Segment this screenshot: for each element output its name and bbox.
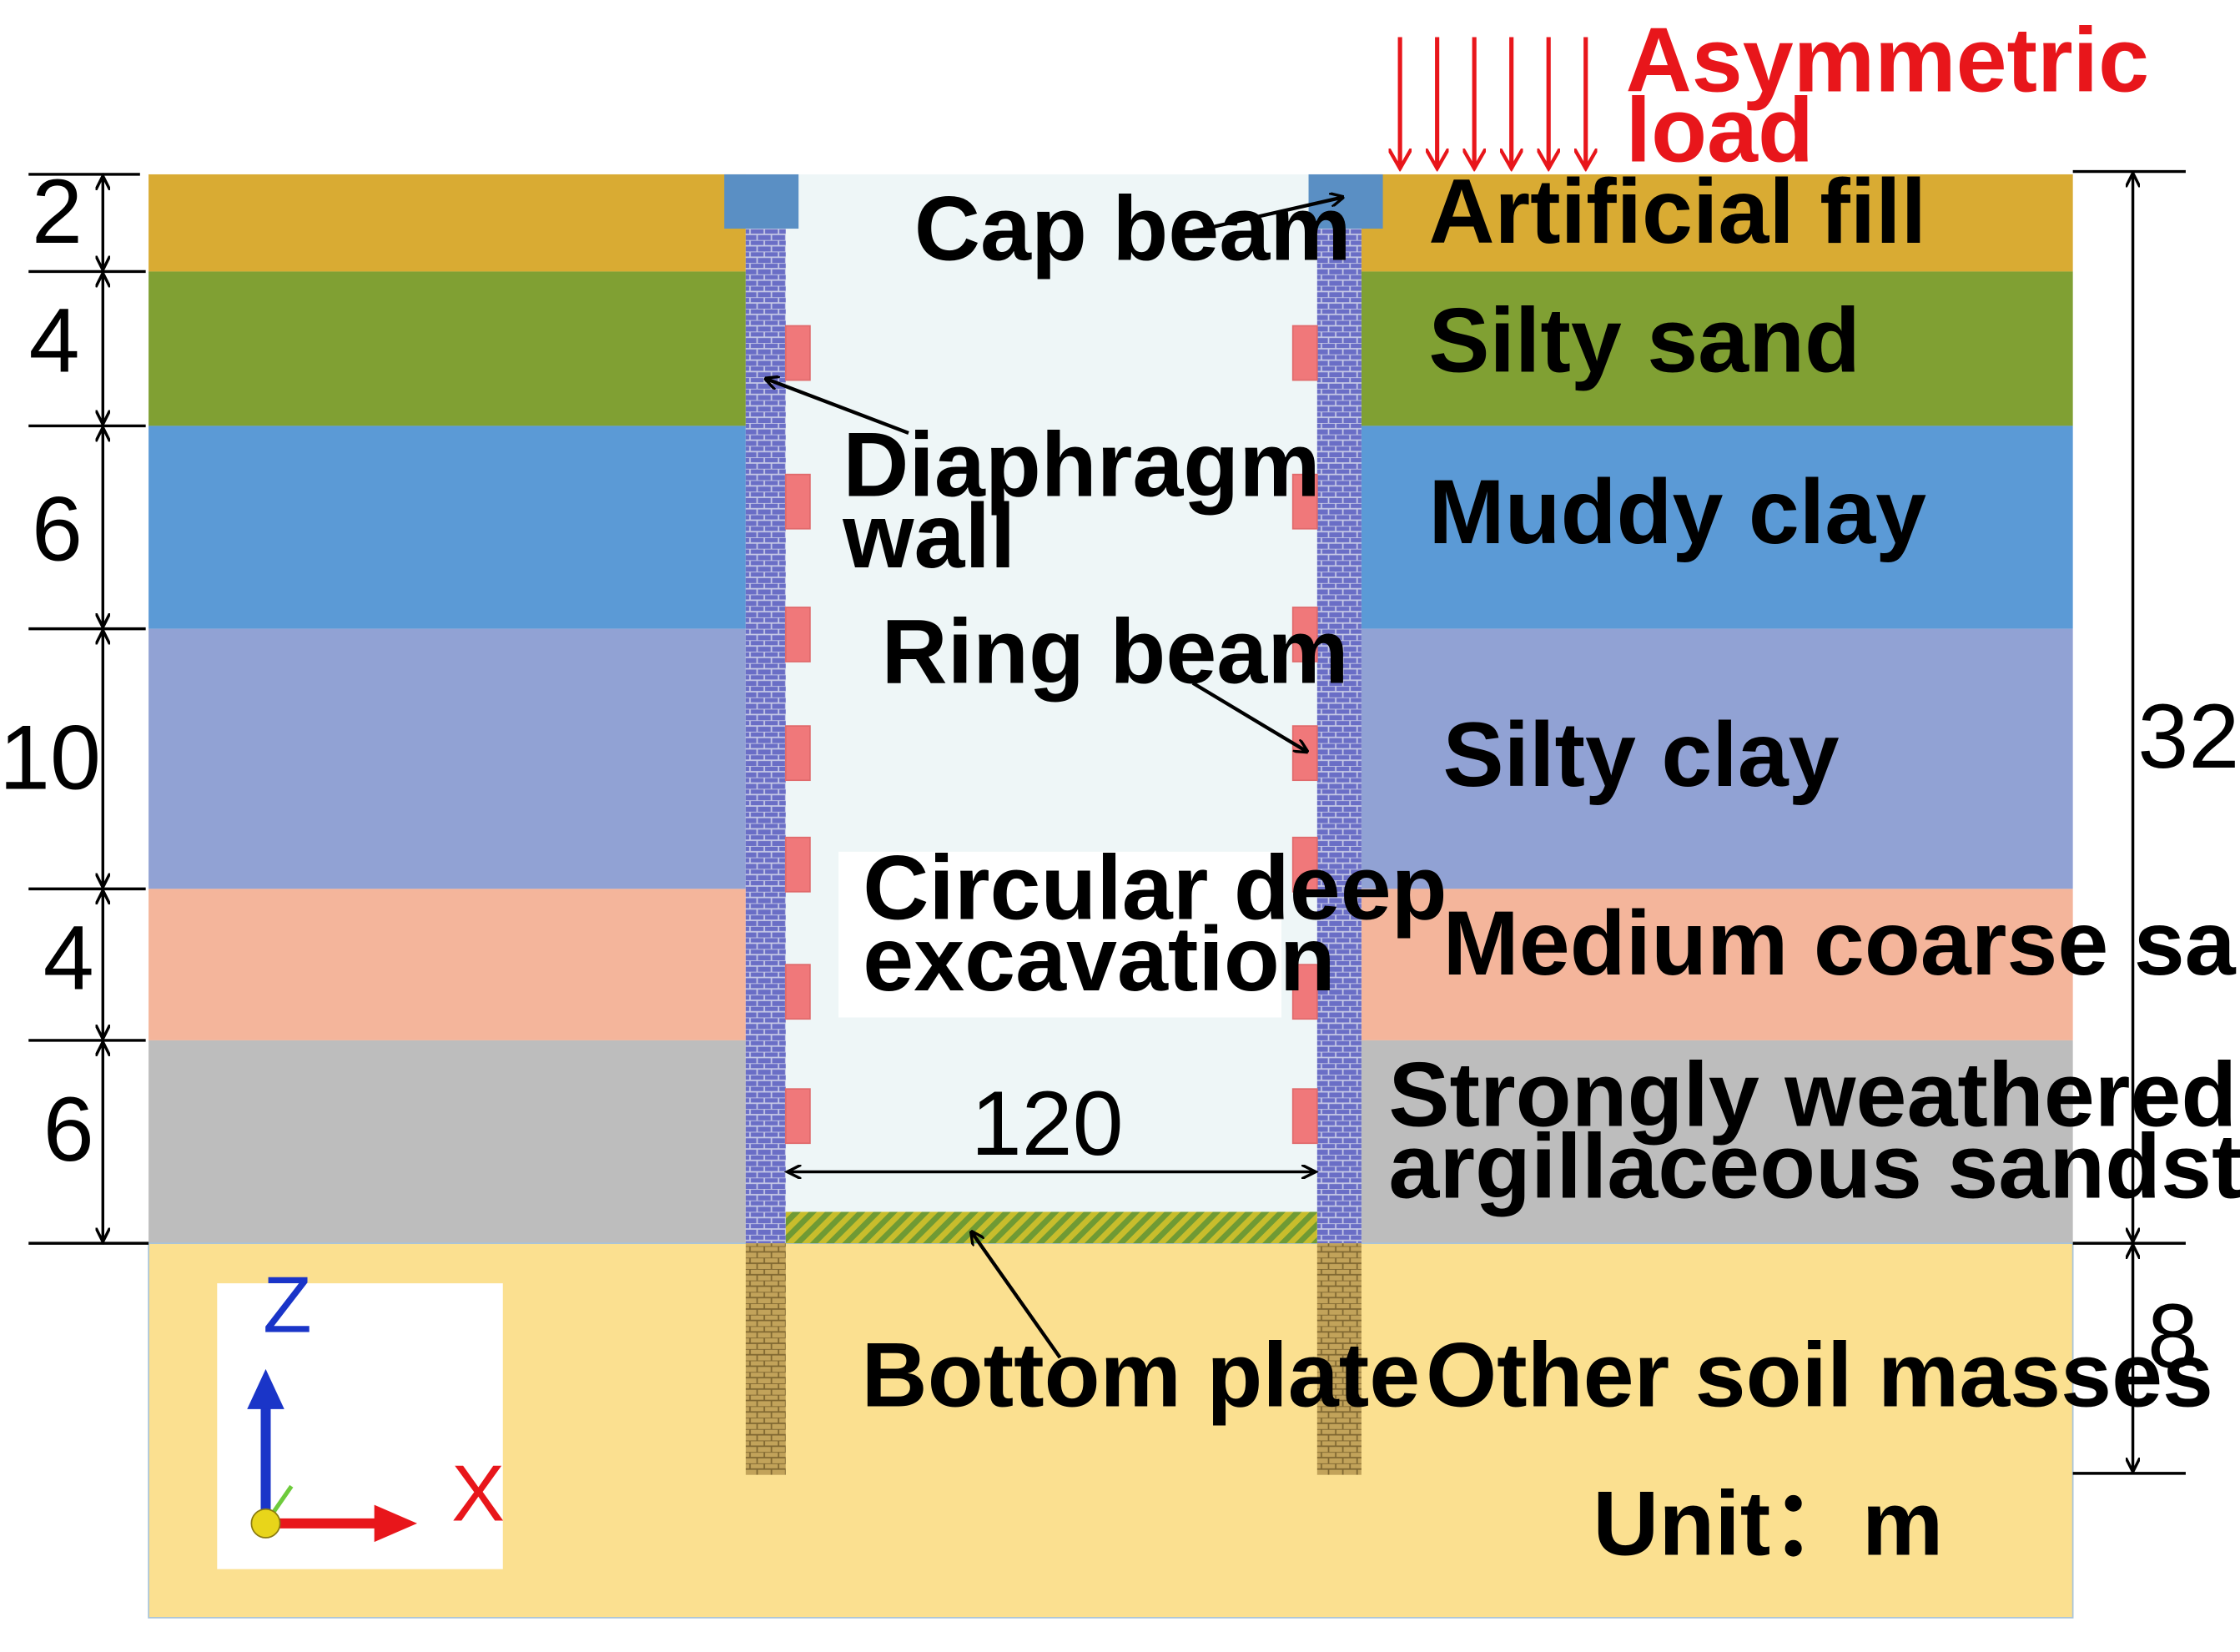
layer-silty-sand-left bbox=[148, 271, 746, 426]
label-silty-sand: Silty sand bbox=[1428, 290, 1860, 391]
ring-beams-left bbox=[784, 325, 811, 1145]
ring-beam bbox=[784, 964, 811, 1020]
label-artificial-fill: Artificial fill bbox=[1428, 161, 1926, 263]
label-excavation-line1: Circular deep bbox=[863, 837, 1447, 939]
dim-left-1: 2 bbox=[32, 161, 83, 263]
layer-silty-sand-right bbox=[1361, 271, 2073, 426]
dim-left-2: 4 bbox=[29, 290, 80, 391]
layer-silty-clay-left bbox=[148, 628, 746, 889]
ring-beam bbox=[1291, 1088, 1318, 1145]
leader-arrows bbox=[766, 197, 1343, 1359]
diaphragm-wall-left bbox=[745, 229, 786, 1244]
diaphragm-wall-right bbox=[1316, 229, 1362, 1244]
ring-beam bbox=[784, 836, 811, 893]
leader-bottom-plate bbox=[971, 1231, 1062, 1359]
ring-beam bbox=[1291, 325, 1318, 381]
excavation-label-box bbox=[838, 851, 1281, 1018]
layer-muddy-clay-right bbox=[1361, 426, 2073, 629]
asymmetric-load-arrows bbox=[1400, 37, 1586, 169]
label-medium-coarse-sand: Medium coarse sand bbox=[1442, 893, 2240, 995]
ring-beams-right bbox=[1291, 325, 1318, 1145]
right-dimension-lines bbox=[2072, 169, 2186, 1473]
x-axis-arrowhead bbox=[374, 1504, 418, 1543]
ring-beam bbox=[784, 325, 811, 381]
leader-cap-beam bbox=[1192, 197, 1343, 234]
z-axis-label: Z bbox=[263, 1260, 312, 1349]
x-axis-label: X bbox=[451, 1448, 505, 1538]
label-bottom-plate: Bottom plate bbox=[862, 1324, 1421, 1426]
dim-excavation-width: 120 bbox=[971, 1073, 1124, 1175]
excavation-interior bbox=[785, 174, 1317, 1212]
label-diaphragm-wall-line1: Diaphragm bbox=[843, 414, 1320, 516]
dim-right-embedded-depth: 8 bbox=[2147, 1286, 2198, 1388]
dim-left-6: 6 bbox=[43, 1079, 94, 1181]
layer-artificial-fill-right bbox=[1361, 174, 2073, 272]
ring-beam bbox=[784, 473, 811, 530]
label-excavation-line2: excavation bbox=[863, 909, 1335, 1010]
ring-beam bbox=[784, 1088, 811, 1145]
layer-weathered-sandstone-left bbox=[148, 1040, 746, 1244]
layer-muddy-clay-left bbox=[148, 426, 746, 629]
layer-medium-coarse-sand-right bbox=[1361, 889, 2073, 1040]
dim-left-5: 4 bbox=[43, 907, 94, 1009]
layer-artificial-fill-left bbox=[148, 174, 746, 272]
leader-diaphragm-wall bbox=[766, 379, 909, 435]
dim-right-excavation-depth: 32 bbox=[2137, 686, 2239, 788]
left-dimension-lines bbox=[28, 173, 149, 1245]
axes-origin bbox=[250, 1508, 281, 1539]
layer-medium-coarse-sand-left bbox=[148, 889, 746, 1040]
label-silty-clay: Silty clay bbox=[1442, 704, 1839, 806]
layer-silty-clay-right bbox=[1361, 628, 2073, 889]
layer-weathered-sandstone-right bbox=[1361, 1040, 2073, 1244]
diaphragm-wall-right-embedded bbox=[1316, 1243, 1362, 1475]
z-axis-arrowhead bbox=[247, 1368, 284, 1409]
bottom-plate bbox=[785, 1211, 1317, 1244]
label-cap-beam: Cap beam bbox=[914, 179, 1352, 280]
load-label-line1: Asymmetric bbox=[1626, 10, 2149, 112]
ring-beam bbox=[1291, 473, 1318, 530]
soil-layers-right bbox=[1361, 174, 2073, 1244]
diaphragm-wall-left-embedded bbox=[745, 1243, 786, 1475]
ring-beam bbox=[784, 725, 811, 782]
unit-label: Unit：m bbox=[1593, 1473, 1943, 1575]
label-weathered-sandstone-line1: Strongly weathered bbox=[1388, 1045, 2237, 1146]
load-label-line2: load bbox=[1626, 80, 1814, 182]
dim-left-3: 6 bbox=[32, 478, 83, 580]
label-ring-beam: Ring beam bbox=[882, 602, 1349, 703]
ring-beam bbox=[1291, 836, 1318, 893]
coordinate-axes: Z X bbox=[217, 1260, 505, 1569]
label-other-soil: Other soil masses bbox=[1426, 1324, 2213, 1426]
soil-layers-left bbox=[148, 174, 746, 1244]
leader-ring-beam bbox=[1191, 681, 1307, 752]
label-diaphragm-wall-line2: wall bbox=[842, 486, 1015, 587]
ring-beam bbox=[1291, 725, 1318, 782]
ring-beam bbox=[1291, 964, 1318, 1020]
ring-beam bbox=[1291, 607, 1318, 662]
dim-left-4: 10 bbox=[0, 707, 101, 808]
ring-beam bbox=[784, 607, 811, 662]
label-weathered-sandstone-line2: argillaceous sandstone bbox=[1388, 1116, 2240, 1217]
cap-beam-left bbox=[724, 174, 799, 229]
label-muddy-clay: Muddy clay bbox=[1428, 461, 1926, 563]
